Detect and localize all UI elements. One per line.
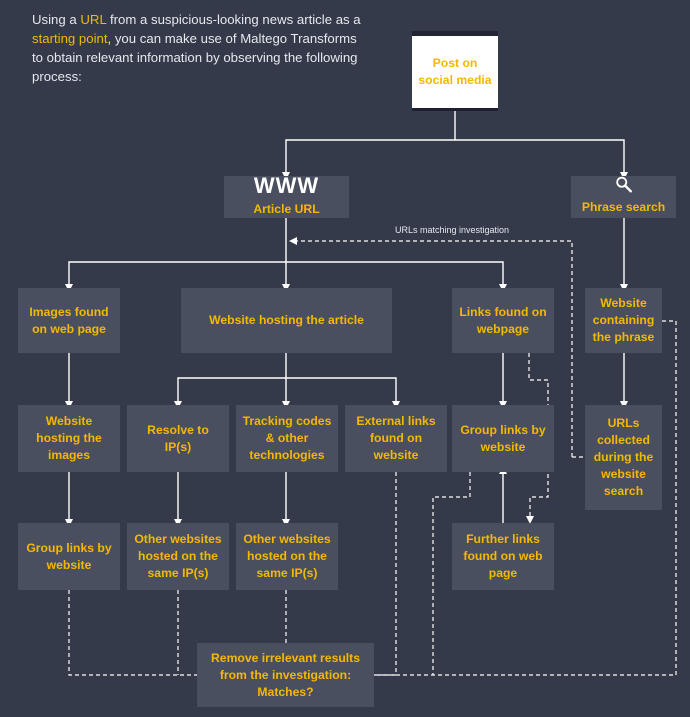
node-header-bar <box>412 31 498 36</box>
node-label: Phrase search <box>581 200 666 214</box>
node-links-found: Links found on webpage <box>452 288 554 353</box>
intro-text-part: Using a <box>32 12 81 27</box>
node-post-on-social-media: Post on social media <box>412 31 498 108</box>
connector-website-to-remove <box>374 320 677 676</box>
node-group-links-right: Group links by website <box>452 405 554 472</box>
annotation-urls-matching: URLs matching investigation <box>395 225 510 235</box>
connector-post-to-phrase <box>455 139 628 180</box>
node-website-hosting-images: Website hosting the images <box>18 405 120 472</box>
connector-article-to-images <box>65 261 286 292</box>
node-resolve-ip: Resolve to IP(s) <box>127 405 229 472</box>
connector-links-to-further <box>526 353 549 524</box>
magnifier-icon <box>615 176 632 193</box>
www-icon: WWW <box>253 172 320 198</box>
node-group-links-left: Group links by website <box>18 523 120 590</box>
connector-hosting-to-external <box>286 377 400 409</box>
intro-url-highlight: URL <box>80 12 107 27</box>
node-remove-irrelevant: Remove irrelevant results from the inves… <box>197 643 374 707</box>
node-website-containing-phrase: Website containing the phrase <box>585 288 662 353</box>
intro-text-part: from a suspicious-looking news article a… <box>106 12 361 27</box>
intro-text-part: , you can make use of Maltego Transforms… <box>32 31 358 84</box>
connector-group-left-to-remove <box>68 590 197 676</box>
node-external-links: External links found on website <box>345 405 447 472</box>
node-tracking-codes: Tracking codes & other technologies <box>236 405 338 472</box>
connector-group-right-to-remove <box>432 472 471 675</box>
node-other-websites-ip: Other websites hosted on the same IP(s) <box>127 523 229 590</box>
connector-post-to-article <box>282 108 456 180</box>
connector-external-to-remove <box>374 472 397 676</box>
node-label: Article URL <box>253 201 320 216</box>
node-further-links: Further links found on web page <box>452 523 554 590</box>
connector-article-to-links <box>286 261 507 292</box>
node-images-found: Images found on web page <box>18 288 120 353</box>
intro-starting-point-highlight: starting point <box>32 31 108 46</box>
node-other-websites-tracking: Other websites hosted on the same IP(s) <box>236 523 338 590</box>
connector-urls-matching <box>289 237 573 457</box>
node-urls-collected: URLs collected during the website search <box>585 405 662 510</box>
intro-text: Using a URL from a suspicious-looking ne… <box>32 10 362 86</box>
node-article-url: WWW Article URL <box>224 172 349 218</box>
node-website-hosting-article: Website hosting the article <box>181 288 392 353</box>
node-phrase-search: Phrase search <box>571 176 676 218</box>
node-label: Post on social media <box>418 56 492 87</box>
connector-hosting-to-resolve <box>174 377 286 409</box>
